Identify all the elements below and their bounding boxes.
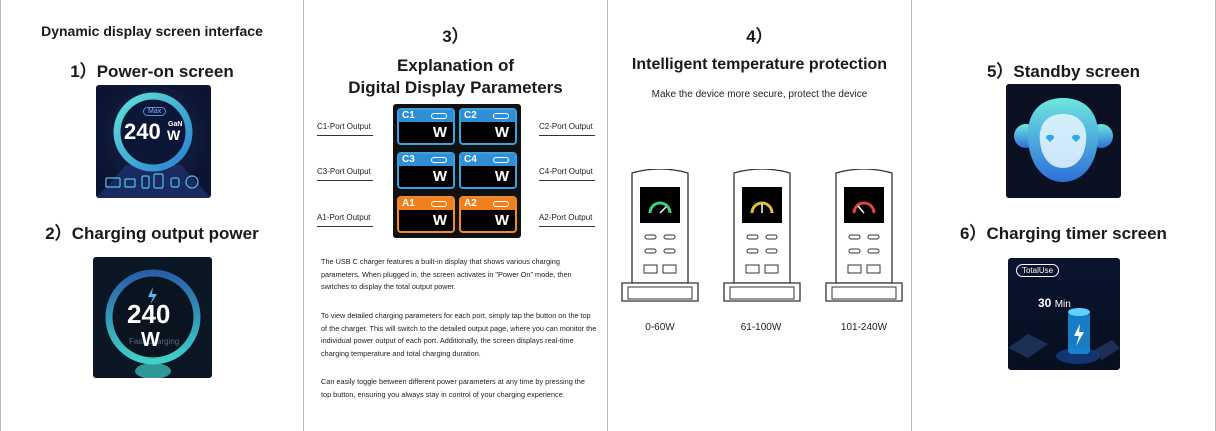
battery-pill-icon <box>431 201 447 207</box>
panel-display-interface: Dynamic display screen interface 1）Power… <box>0 0 304 431</box>
mascot-face-icon <box>1014 98 1113 182</box>
battery-pill-icon <box>493 201 509 207</box>
parameters-title-line1: Explanation of <box>396 56 515 75</box>
panel-temperature-protection: 4） Intelligent temperature protection Ma… <box>608 0 912 431</box>
panel-title: Dynamic display screen interface <box>41 23 263 39</box>
timer-unit: Min <box>1054 299 1071 310</box>
divider <box>539 226 595 227</box>
battery-pill-icon <box>493 157 509 163</box>
divider <box>539 135 595 136</box>
port-cell-c4: C4 W <box>459 152 517 189</box>
panel-standby-timer: 5）Standby screen 6）Charging timer screen… <box>912 0 1216 431</box>
total-use-badge: TotalUse <box>1016 264 1060 277</box>
gan-label: GaN <box>168 121 183 128</box>
divider <box>317 135 373 136</box>
label-a1-port: A1-Port Output <box>317 213 371 222</box>
max-badge: Max <box>143 107 167 116</box>
parameters-title-line2: Digital Display Parameters <box>348 78 563 97</box>
temperature-description: Make the device more secure, protect the… <box>651 89 868 100</box>
port-cell-c3: C3 W <box>397 152 455 189</box>
section-number-3: 3） <box>442 27 469 46</box>
label-c4-port: C4-Port Output <box>539 167 593 176</box>
port-cell-c1: C1 W <box>397 108 455 145</box>
timer-readout: 30 Min <box>1038 296 1071 310</box>
description-paragraph-1: The USB C charger features a built-in di… <box>321 257 572 291</box>
power-value: 240 <box>124 119 161 144</box>
section-number-4: 4） <box>746 27 773 46</box>
port-cell-a2: A2 W <box>459 196 517 233</box>
battery-pill-icon <box>431 113 447 119</box>
range-label-mid: 61-100W <box>740 322 782 333</box>
power-unit: W <box>167 127 181 143</box>
divider <box>539 180 595 181</box>
port-cell-a1: A1 W <box>397 196 455 233</box>
charging-timer-screen: TotalUse 30 Min <box>1008 258 1120 370</box>
section-title-power-on: 1）Power-on screen <box>70 62 234 81</box>
description-paragraph-2: To view detailed charging parameters for… <box>321 311 597 358</box>
label-c2-port: C2-Port Output <box>539 122 593 131</box>
section-title-charging-output: 2）Charging output power <box>45 224 259 243</box>
charger-device-high <box>825 169 903 302</box>
label-c1-port: C1-Port Output <box>317 122 371 131</box>
section-title-timer: 6）Charging timer screen <box>960 224 1167 243</box>
battery-tower-graphic <box>1008 308 1120 364</box>
battery-pill-icon <box>431 157 447 163</box>
charger-device-mid <box>723 169 801 302</box>
charge-unit: W <box>141 329 160 351</box>
charging-output-screen: Fast Charging 240 W <box>93 257 212 378</box>
panel-parameters: 3） Explanation of Digital Display Parame… <box>304 0 608 431</box>
fast-charging-bg-text: Fast Charging <box>129 337 180 346</box>
description-paragraph-3: Can easily toggle between different powe… <box>321 377 585 399</box>
timer-value: 30 <box>1038 296 1052 310</box>
lightning-icon <box>148 287 157 305</box>
standby-screen <box>1006 84 1121 198</box>
section-title-standby: 5）Standby screen <box>986 62 1141 81</box>
lightning-icon <box>1074 324 1084 346</box>
divider <box>317 180 373 181</box>
charger-device-low <box>621 169 699 302</box>
divider <box>317 226 373 227</box>
power-on-screen: Max 240 GaN W <box>96 85 211 198</box>
range-label-high: 101-240W <box>840 322 888 333</box>
battery-pill-icon <box>493 113 509 119</box>
charge-value: 240 <box>127 299 171 329</box>
power-ring-graphic <box>96 92 211 198</box>
label-a2-port: A2-Port Output <box>539 213 593 222</box>
label-c3-port: C3-Port Output <box>317 167 371 176</box>
port-cell-c2: C2 W <box>459 108 517 145</box>
range-label-low: 0-60W <box>645 322 675 333</box>
charge-ring-graphic <box>105 269 201 378</box>
port-display-grid: C1 W C2 W C3 W C4 W A1 W A2 W <box>393 104 521 238</box>
temperature-title: Intelligent temperature protection <box>631 56 888 73</box>
